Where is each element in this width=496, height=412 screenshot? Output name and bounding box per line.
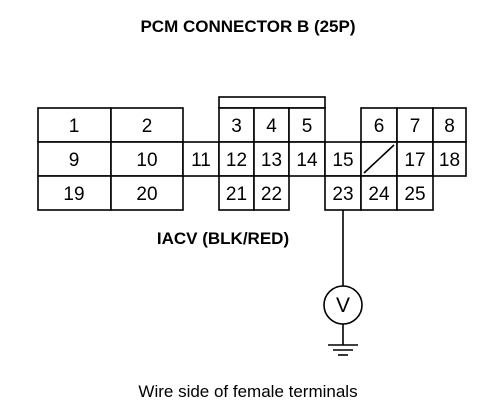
cell-3 [218, 107, 255, 143]
terminal-17: 17 [404, 150, 425, 171]
terminal-9: 9 [69, 150, 80, 171]
unused-terminal-slash [363, 144, 395, 174]
cell-13 [253, 141, 290, 177]
terminal-25: 25 [404, 184, 425, 205]
terminal-21: 21 [226, 184, 247, 205]
diagram-caption: Wire side of female terminals [138, 382, 357, 401]
cell-18 [432, 141, 467, 177]
voltmeter-icon: V [323, 285, 363, 325]
cell-6 [360, 107, 398, 143]
cell-22 [253, 175, 290, 211]
terminal-20: 20 [136, 184, 157, 205]
terminal-22: 22 [261, 184, 282, 205]
terminal-14: 14 [296, 150, 318, 171]
terminal-5: 5 [302, 116, 313, 137]
voltmeter-symbol: V [336, 294, 350, 317]
cell-20 [110, 175, 184, 211]
cell-11 [182, 141, 220, 177]
cell-5 [288, 107, 326, 143]
ground-icon [328, 324, 358, 356]
cell-25 [396, 175, 434, 211]
terminal-13: 13 [261, 150, 282, 171]
terminal-2: 2 [142, 116, 153, 137]
terminal-3: 3 [231, 116, 242, 137]
terminal-24: 24 [368, 184, 390, 205]
connector-key [218, 96, 326, 109]
cell-15 [324, 141, 362, 177]
terminal-23: 23 [332, 184, 353, 205]
terminal-1: 1 [69, 116, 80, 137]
terminal-15: 15 [332, 150, 353, 171]
terminal-19: 19 [63, 184, 84, 205]
right-block: 6 7 8 15 17 18 23 24 25 [324, 107, 467, 211]
terminal-6: 6 [374, 116, 385, 137]
terminal-11: 11 [191, 150, 211, 171]
terminal-18: 18 [439, 150, 460, 171]
terminal-7: 7 [410, 116, 421, 137]
cell-8 [432, 107, 467, 143]
terminal-12: 12 [226, 150, 247, 171]
left-block: 1 2 9 10 19 20 [37, 107, 184, 211]
diagram-title: PCM CONNECTOR B (25P) [140, 17, 355, 36]
middle-block: 3 4 5 12 13 14 21 22 [218, 96, 326, 211]
cell-14 [288, 141, 326, 177]
cell-1 [37, 107, 112, 143]
wire-label: IACV (BLK/RED) [157, 229, 289, 248]
terminal-10: 10 [136, 150, 157, 171]
cell-19 [37, 175, 112, 211]
terminal-4: 4 [266, 116, 277, 137]
terminal-8: 8 [444, 116, 455, 137]
cell-21 [218, 175, 255, 211]
